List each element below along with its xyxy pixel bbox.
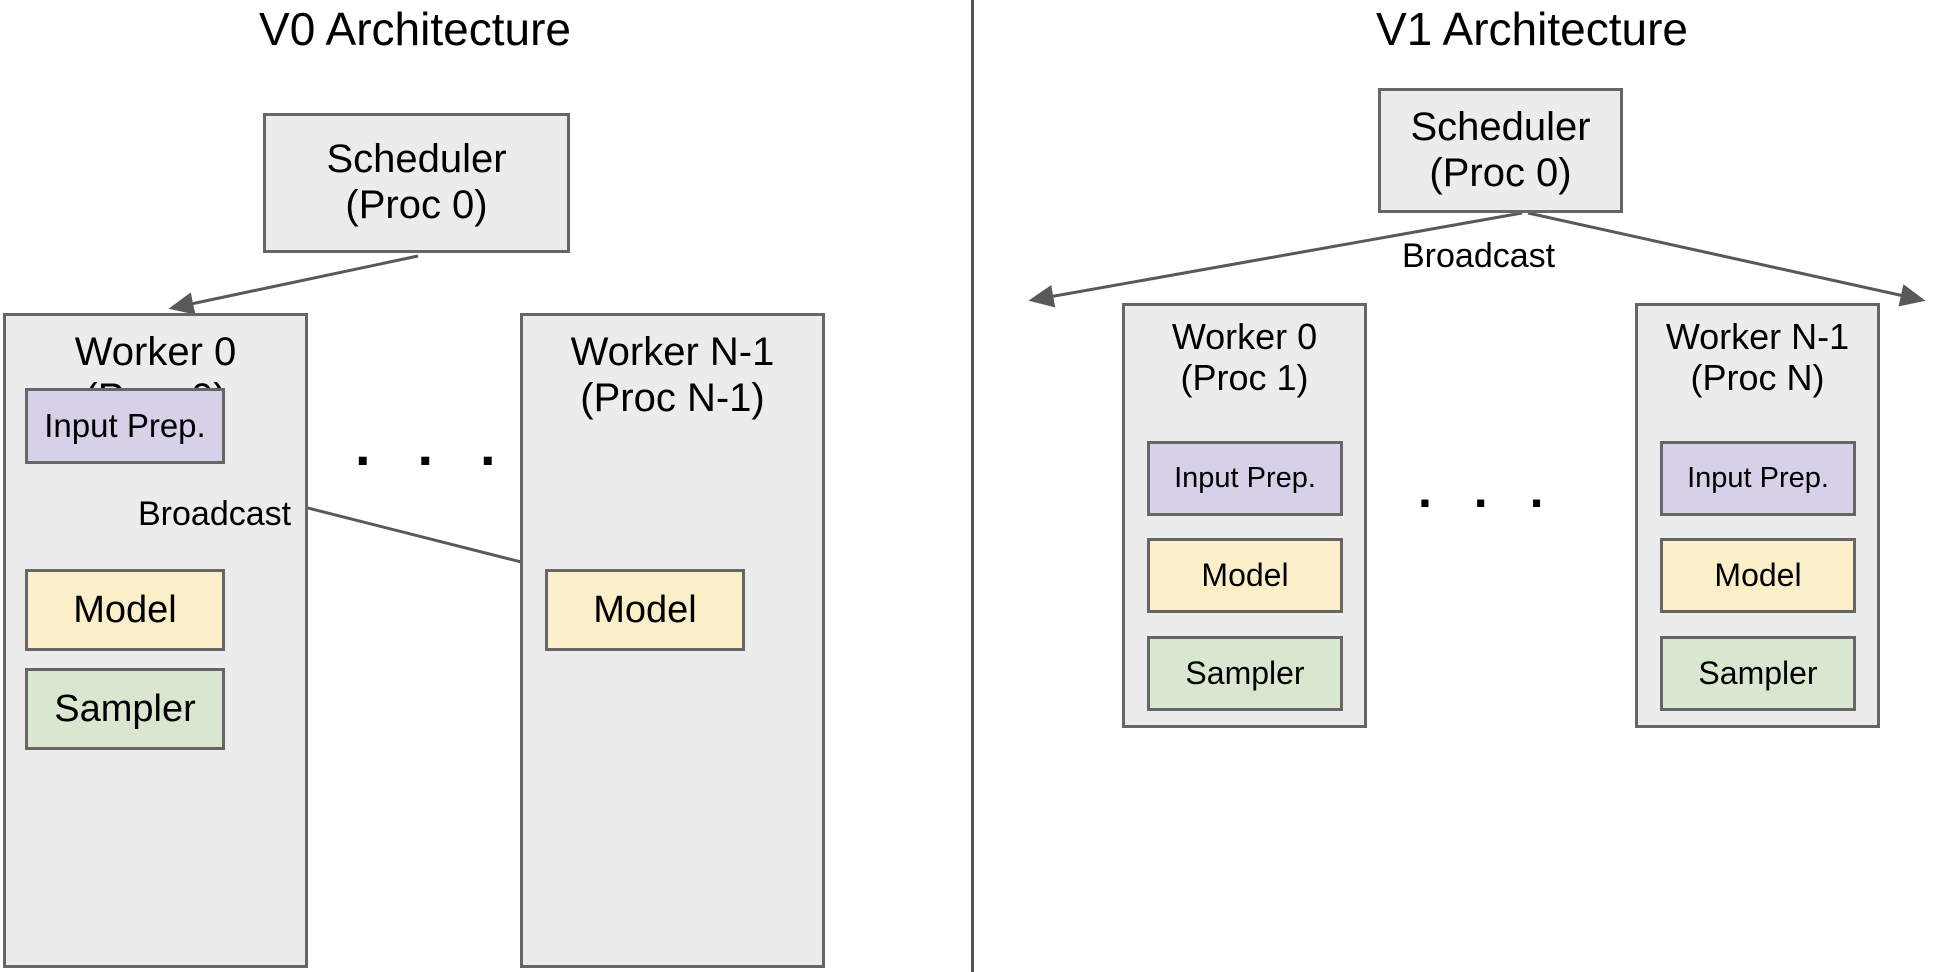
v1-worker-0-model-box[interactable]: Model xyxy=(1147,538,1343,613)
v1-worker-n-1-sampler-box[interactable]: Sampler xyxy=(1660,636,1856,711)
v1-scheduler-line1: Scheduler xyxy=(1410,104,1591,149)
v1-worker-n-1-model-label: Model xyxy=(1714,557,1802,593)
v0-broadcast-label: Broadcast xyxy=(138,495,292,533)
v1-scheduler-line2: (Proc 0) xyxy=(1429,150,1572,195)
v0-worker-n-1-line1: Worker N-1 xyxy=(570,330,775,374)
v0-worker-0-sampler-label: Sampler xyxy=(54,687,196,730)
v1-worker-0-line2: (Proc 1) xyxy=(1180,357,1309,399)
v0-worker-n-1-line2: (Proc N-1) xyxy=(580,375,765,420)
arrow-v0-scheduler-to-worker0 xyxy=(168,254,419,315)
v1-scheduler-box[interactable]: Scheduler (Proc 0) xyxy=(1378,88,1623,213)
v1-worker-n-1-input-prep-label: Input Prep. xyxy=(1687,462,1829,494)
v1-worker-0-model-label: Model xyxy=(1201,557,1289,593)
v0-scheduler-line2: (Proc 0) xyxy=(345,183,488,227)
v0-worker-0-line1: Worker 0 xyxy=(74,330,237,374)
v1-ellipsis: . . . xyxy=(1418,462,1558,518)
v1-worker-n-1-input-prep-box[interactable]: Input Prep. xyxy=(1660,441,1856,516)
v0-worker-n-1-model-box[interactable]: Model xyxy=(545,569,745,651)
v0-worker-0-input-prep-box[interactable]: Input Prep. xyxy=(25,388,225,464)
v1-worker-0-input-prep-box[interactable]: Input Prep. xyxy=(1147,441,1343,516)
v0-scheduler-box[interactable]: Scheduler (Proc 0) xyxy=(263,113,570,253)
v0-worker-0-model-box[interactable]: Model xyxy=(25,569,225,651)
v1-worker-0-sampler-box[interactable]: Sampler xyxy=(1147,636,1343,711)
v0-worker-0-model-label: Model xyxy=(73,588,177,631)
v1-worker-0-input-prep-label: Input Prep. xyxy=(1174,462,1316,494)
v1-broadcast-label: Broadcast xyxy=(1402,237,1556,275)
v0-worker-n-1-model-label: Model xyxy=(593,588,697,631)
v0-scheduler-line1: Scheduler xyxy=(326,137,507,182)
v1-worker-0-sampler-label: Sampler xyxy=(1185,655,1305,691)
panel-divider xyxy=(971,0,974,972)
v1-worker-n-1-model-box[interactable]: Model xyxy=(1660,538,1856,613)
v0-worker-0-sampler-box[interactable]: Sampler xyxy=(25,668,225,750)
panel-title-v1: V1 Architecture xyxy=(1376,3,1688,55)
v0-ellipsis: . . . xyxy=(355,414,512,477)
v0-worker-0-input-prep-label: Input Prep. xyxy=(44,407,206,444)
arrow-v1-scheduler-to-workern xyxy=(1527,211,1926,307)
v1-worker-n-1-line1: Worker N-1 xyxy=(1665,316,1850,357)
panel-title-v0: V0 Architecture xyxy=(259,3,571,55)
v1-worker-n-1-line2: (Proc N) xyxy=(1690,357,1825,399)
v1-worker-0-line1: Worker 0 xyxy=(1171,316,1318,357)
v1-worker-n-1-sampler-label: Sampler xyxy=(1698,655,1818,691)
